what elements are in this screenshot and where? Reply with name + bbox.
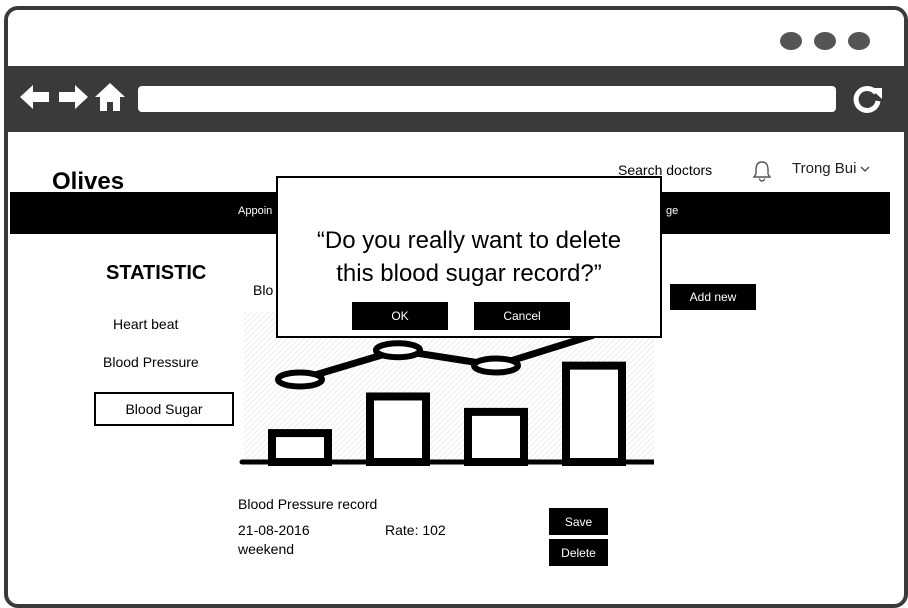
search-doctors-link[interactable]: Search doctors <box>618 162 713 178</box>
title-bar <box>8 10 904 66</box>
add-new-button[interactable]: Add new <box>670 284 756 310</box>
chart-bar <box>268 429 332 467</box>
chart-trend-line <box>298 331 596 383</box>
browser-window: Olives Search doctors Trong Bui Appoin g… <box>4 6 908 608</box>
sidebar-item-label: Blood Sugar <box>125 401 203 417</box>
delete-button[interactable]: Delete <box>549 539 608 566</box>
statistic-title: STATISTIC <box>106 262 207 284</box>
sidebar-item-blood-sugar[interactable]: Blood Sugar <box>94 392 234 426</box>
chart-point <box>373 340 423 361</box>
bell-icon[interactable] <box>752 160 772 182</box>
user-menu[interactable]: Trong Bui <box>792 160 870 177</box>
cancel-button[interactable]: Cancel <box>474 302 570 330</box>
chart-bar <box>562 361 626 467</box>
sidebar-item-blood-pressure[interactable]: Blood Pressure <box>103 354 199 370</box>
chart-point <box>275 369 325 390</box>
record-rate: Rate: 102 <box>385 522 446 538</box>
record-title: Blood Pressure record <box>238 496 378 512</box>
dialog-message-line-1: “Do you really want to delete <box>316 227 622 254</box>
save-button[interactable]: Save <box>549 508 608 535</box>
back-arrow-icon[interactable] <box>20 84 50 110</box>
window-dot-2[interactable] <box>814 32 836 50</box>
browser-toolbar <box>8 66 904 132</box>
dialog-message-line-2: this blood sugar record?” <box>336 260 602 287</box>
chart-bar <box>366 392 430 466</box>
dialog-message: “Do you really want to delete this blood… <box>278 224 660 290</box>
refresh-icon[interactable] <box>852 84 884 114</box>
page-content: Olives Search doctors Trong Bui Appoin g… <box>8 132 904 604</box>
menu-item-manage[interactable]: ge <box>666 205 679 217</box>
chart-bar <box>464 407 528 466</box>
site-logo[interactable]: Olives <box>52 168 125 195</box>
record-note: weekend <box>238 541 295 557</box>
forward-arrow-icon[interactable] <box>58 84 88 110</box>
chevron-down-icon <box>861 166 870 172</box>
url-bar[interactable] <box>138 86 836 112</box>
chart-title: Blo <box>253 282 274 298</box>
chart-point <box>471 355 521 376</box>
window-dot-1[interactable] <box>780 32 802 50</box>
record-date: 21-08-2016 <box>238 522 310 538</box>
sidebar-item-heart-beat[interactable]: Heart beat <box>113 316 179 332</box>
home-icon[interactable] <box>94 82 126 112</box>
menu-item-appointments[interactable]: Appoin <box>238 205 273 217</box>
window-dot-3[interactable] <box>848 32 870 50</box>
user-name: Trong Bui <box>792 160 857 177</box>
ok-button[interactable]: OK <box>352 302 448 330</box>
confirm-delete-dialog: “Do you really want to delete this blood… <box>276 176 662 338</box>
